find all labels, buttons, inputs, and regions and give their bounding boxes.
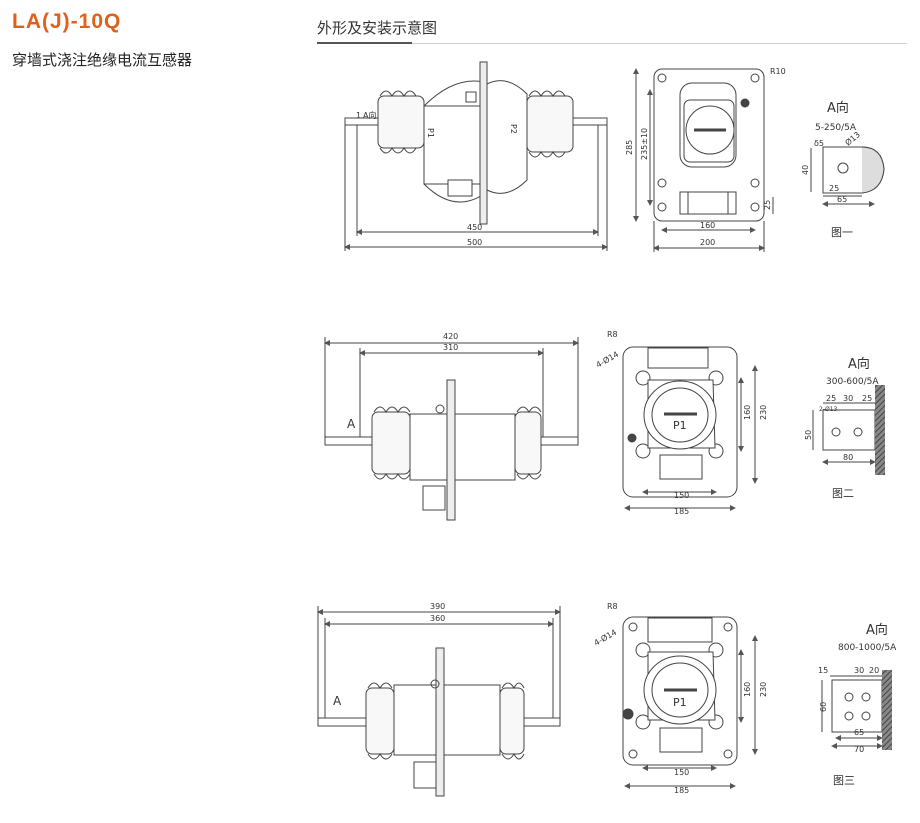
dim-label: 70 <box>854 745 864 754</box>
detail-title: A向 <box>848 356 870 372</box>
dim-label: 500 <box>467 238 482 247</box>
dim-label: 420 <box>443 332 458 341</box>
dim-label: 150 <box>674 491 689 500</box>
dim-label: 4-Ø14 <box>592 627 618 648</box>
dim-label: 30 <box>854 666 864 675</box>
dim-label: R8 <box>607 330 618 339</box>
dim-label: 15 <box>818 666 828 675</box>
dim-label: 25 <box>763 200 772 210</box>
dim-label: 60 <box>819 702 828 712</box>
dim-label: 360 <box>430 614 445 623</box>
dim-label: 450 <box>467 223 482 232</box>
dim-label: 25 <box>829 184 839 193</box>
row3-detail-view <box>821 670 892 750</box>
dim-label: 160 <box>700 221 715 230</box>
dim-label: 65 <box>837 195 847 204</box>
row1-side-view <box>344 61 608 251</box>
dim-label: 390 <box>430 602 445 611</box>
row2-side-view <box>324 337 579 521</box>
figure-label: 图三 <box>833 774 855 787</box>
current-range: 800-1000/5A <box>838 643 897 653</box>
dim-label: 160 <box>743 405 752 420</box>
terminal-label: P1 <box>673 696 687 709</box>
row3-side-view <box>317 606 561 797</box>
current-range: 300-600/5A <box>826 377 879 387</box>
dim-label: 4-Ø14 <box>594 349 620 370</box>
dim-label: 80 <box>843 453 853 462</box>
dim-label: 185 <box>674 786 689 795</box>
view-label: A <box>333 694 342 708</box>
dim-label: 285 <box>625 140 634 155</box>
row1-front-view <box>633 68 774 252</box>
row2-detail-view <box>812 385 885 475</box>
dim-label: 160 <box>743 682 752 697</box>
dim-label: 235±10 <box>640 128 649 160</box>
detail-title: A向 <box>827 100 849 116</box>
title-rule <box>317 43 907 44</box>
dim-label: 25 <box>862 394 872 403</box>
dim-label: 150 <box>674 768 689 777</box>
product-subtitle: 穿墙式浇注绝缘电流互感器 <box>12 51 193 69</box>
model-title: LA(J)-10Q <box>12 10 122 33</box>
dim-label: 200 <box>700 238 715 247</box>
view-label: A <box>347 417 356 431</box>
dim-label: 230 <box>759 405 768 420</box>
figure-label: 图一 <box>831 226 853 239</box>
view-label: A向 <box>363 110 376 120</box>
dim-label: 50 <box>804 430 813 440</box>
dim-label: 40 <box>801 165 810 175</box>
detail-title: A向 <box>866 622 888 638</box>
dim-label: 65 <box>854 728 864 737</box>
terminal-label: P1 <box>426 128 435 138</box>
row3-front-view <box>622 616 758 789</box>
dim-label: 2-Ø13 <box>819 406 838 413</box>
terminal-label: P2 <box>509 124 518 134</box>
dim-label: R10 <box>770 67 786 76</box>
row2-front-view <box>622 346 758 511</box>
title-rule-accent <box>317 42 412 44</box>
dim-label: 185 <box>674 507 689 516</box>
dim-label: δ5 <box>814 139 824 148</box>
dim-label: 310 <box>443 343 458 352</box>
row1-detail-view <box>810 146 885 207</box>
figure-label: 图二 <box>832 487 854 500</box>
section-title: 外形及安装示意图 <box>317 19 438 37</box>
dim-label: 20 <box>869 666 879 675</box>
view-label: 1 <box>356 111 361 120</box>
terminal-label: P1 <box>673 419 687 432</box>
current-range: 5-250/5A <box>815 123 857 133</box>
dim-label: 25 <box>826 394 836 403</box>
dim-label: 230 <box>759 682 768 697</box>
dim-label: 30 <box>843 394 853 403</box>
dim-label: R8 <box>607 602 618 611</box>
